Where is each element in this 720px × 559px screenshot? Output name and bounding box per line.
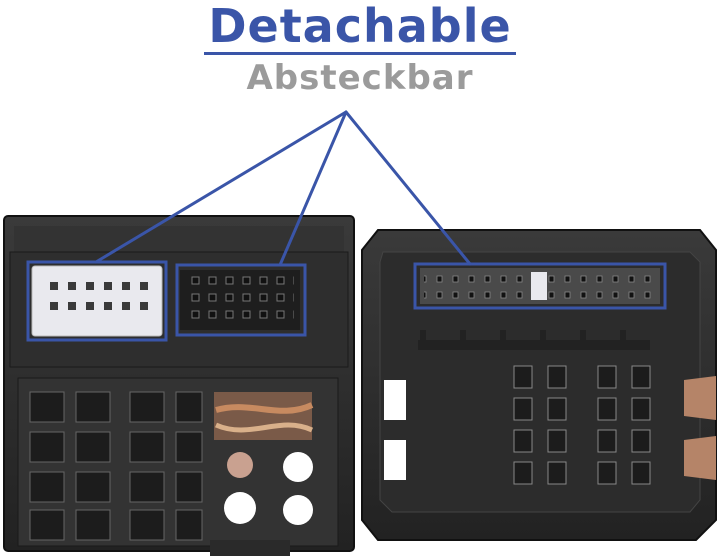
right-connector-icon [361,229,717,541]
title: Detachable [0,0,720,55]
terminal-grid-left [29,391,203,541]
terminal-grid-right [513,365,651,485]
callout-lines [94,110,472,267]
white-plug-holes [50,282,148,310]
left-connector-icon [3,215,355,556]
title-text: Detachable [204,0,516,55]
subtitle: Absteckbar [246,58,474,98]
